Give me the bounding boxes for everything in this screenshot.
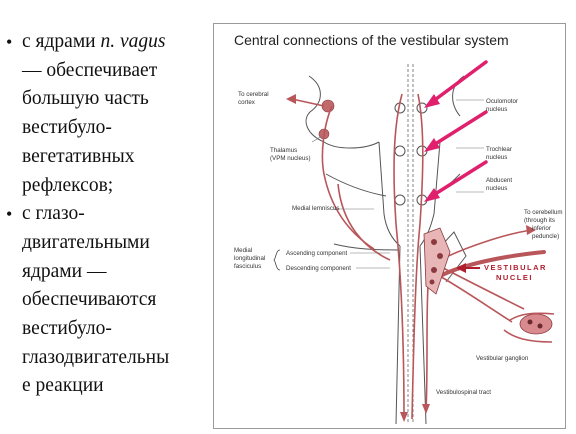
leader-lines [311,99,484,210]
pointer-arrow-trochlear [430,110,488,148]
tracts [321,93,533,420]
bullet-line: обеспечиваются [22,289,157,311]
abducent-nucleus-left [394,194,406,206]
bullet-italic-term: n. vagus [100,31,166,52]
vestibular-nuclei-cluster [423,227,451,295]
label-cerebral-cortex-1: To cerebral [238,91,269,98]
tract-arrowheads [286,94,536,422]
bullet-item-oculomotor: • с глазо- двигательными ядрами — обеспе… [6,200,210,401]
left-arrowhead [286,94,296,104]
label-cerebral-cortex-2: cortex [238,99,256,106]
nerve-ribbon [438,250,546,278]
cortex-arrow-shaft [291,98,325,107]
label-abducent-2: nucleus [486,185,507,192]
label-cerebellum-4: peduncle) [532,233,559,240]
label-trochlear-2: nucleus [486,154,507,161]
mlf-brace [273,249,281,271]
pointer-arrow-oculomotor [430,60,488,104]
label-mlf-3: fasciculus [234,263,261,270]
bullet-line: глазодвигательны [22,346,170,368]
bullet-line: вестибуло- [22,318,112,340]
highlight-arrowheads [424,94,440,202]
label-vestibulospinal-tract: Vestibulospinal tract [436,389,491,396]
bullet-line: с глазо- [22,203,85,225]
bullet-line: е реакции [22,375,104,397]
bullet-line: двигательными [22,231,150,253]
label-trochlear-1: Trochlear [486,146,512,153]
medial-lemniscus-tract [321,105,375,250]
label-cerebellum-2: (through its [524,217,555,224]
label-thalamus-2: (VPM nucleus) [270,155,311,162]
bullet-line: вегетативных [22,145,135,167]
label-vestibular-nuclei-1: VESTIBULAR [484,263,547,272]
label-cerebellum-1: To cerebellum [524,209,563,216]
label-ascending-component: Ascending component [286,250,348,257]
vestibular-diagram: Central connections of the vestibular sy… [213,23,566,429]
bullet-list: • с ядрами n. vagus — обеспечивает больш… [6,28,210,401]
label-mlf-1: Medial [234,247,252,254]
trochlear-nucleus-left [394,145,406,157]
vestibular-nerve-lower [435,273,513,323]
bullet-item-vagus: • с ядрами n. vagus — обеспечивает больш… [6,28,210,200]
label-oculomotor-1: Oculomotor [486,98,518,105]
bullet-text: с ядрами [22,31,101,52]
pointer-arrowhead [424,188,440,202]
highlight-arrows [430,60,488,198]
lemniscus-branch [337,183,391,261]
vestibular-nuclei-arrow [456,263,480,273]
right-arrowhead [526,225,536,235]
label-cerebellum-3: inferior [532,225,551,232]
midline [407,64,414,422]
label-oculomotor-2: nucleus [486,106,507,113]
figure-title: Central connections of the vestibular sy… [234,32,509,48]
vestibular-ganglion [503,312,555,343]
vestibulospinal-tract [425,285,429,413]
ascending-tract [411,93,424,420]
bullet-line: большую часть [22,88,149,110]
label-descending-component: Descending component [286,265,351,272]
descending-tract [393,93,405,420]
pointer-arrowhead [424,138,440,152]
bullet-line: — обеспечивает [22,59,158,81]
bullet-line: вестибуло- [22,117,112,139]
diagram-canvas: To cerebral cortex Thalamus (VPM nucleus… [234,60,563,425]
label-medial-lemniscus: Medial lemniscus [292,205,339,212]
bullet-dot: • [6,204,13,225]
bullet-dot: • [6,32,13,52]
down-arrowhead [400,412,408,422]
pointer-arrow-abducent [430,160,488,198]
down-arrowhead [422,404,430,414]
bullet-line: рефлексов; [22,174,114,196]
label-mlf-2: longitudinal [234,255,265,262]
label-vestibular-ganglion: Vestibular ganglion [476,355,529,362]
label-vestibular-nuclei-2: NUCLEI [496,273,533,282]
mlf-leaders [350,252,390,269]
oculomotor-nucleus-right [416,102,428,114]
label-abducent-1: Abducent [486,177,512,184]
bullet-line: с ядрами n. vagus [22,28,210,57]
pointer-arrowhead [424,94,440,108]
label-thalamus-1: Thalamus [270,147,297,154]
bullet-line: ядрами — [22,260,107,282]
